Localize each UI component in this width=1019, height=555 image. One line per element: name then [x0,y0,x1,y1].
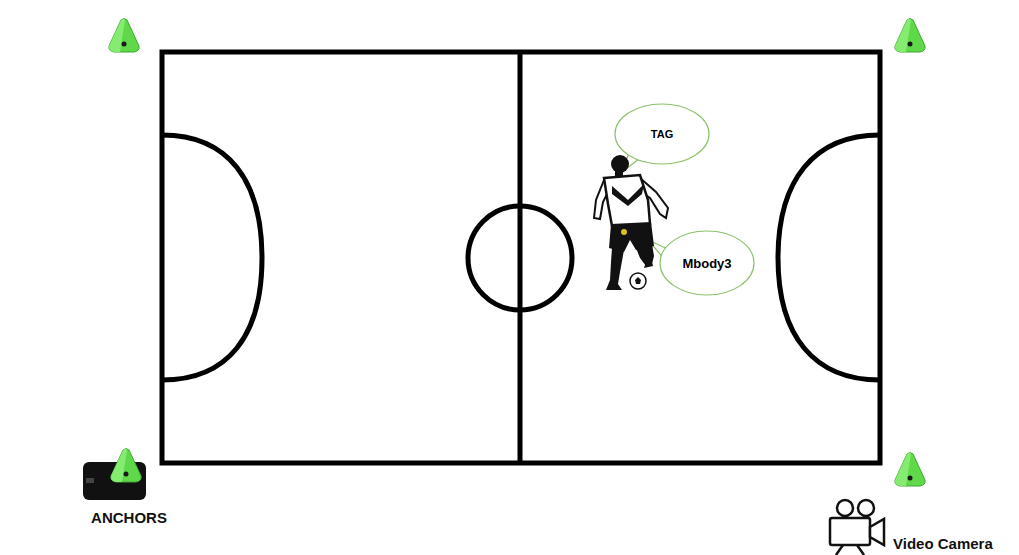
futsal-court [162,52,880,463]
court-outline [162,52,880,463]
video-camera-icon [830,500,884,555]
anchor-cone [895,453,925,487]
speech-bubble: Mbody3 [659,230,755,296]
anchor-cone [895,19,925,53]
bubble-text: Mbody3 [682,256,731,271]
caption-label: ANCHORS [91,509,167,526]
right-penalty-area [778,135,880,380]
anchor-device [83,449,146,501]
anchor-cone [109,19,139,53]
bubble-text: TAG [651,128,673,140]
left-penalty-area [162,135,262,380]
half-line [518,52,523,463]
speech-bubble: TAG [614,103,710,165]
player-silhouette [594,155,668,290]
center-circle [468,206,572,310]
caption-label: Video Camera [893,535,993,552]
